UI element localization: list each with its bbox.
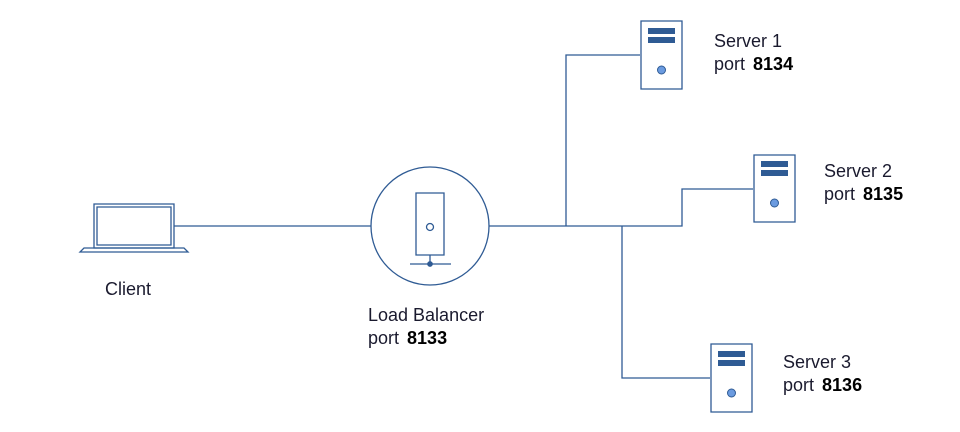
server-3-label: Server 3 port 8136 xyxy=(783,351,862,397)
port-prefix: port xyxy=(368,328,400,348)
server-icon xyxy=(754,155,795,222)
connector-to-server-1 xyxy=(565,54,640,226)
port-prefix: port xyxy=(824,184,856,204)
client-label: Client xyxy=(105,278,151,301)
server-name: Server 2 xyxy=(824,161,893,181)
load-balancer-name: Load Balancer xyxy=(368,305,485,325)
port-prefix: port xyxy=(714,54,746,74)
server-name: Server 3 xyxy=(783,352,852,372)
connections xyxy=(174,54,753,379)
server-name: Server 1 xyxy=(714,31,783,51)
connector-to-server-2 xyxy=(622,188,753,227)
server-port: port 8135 xyxy=(824,183,903,206)
port-number: 8136 xyxy=(822,375,863,395)
load-balancer-port: port 8133 xyxy=(368,327,484,350)
server-icon xyxy=(711,344,752,412)
port-number: 8133 xyxy=(407,328,448,348)
server-1-label: Server 1 port 8134 xyxy=(714,30,793,76)
port-prefix: port xyxy=(783,375,815,395)
load-balancer-label: Load Balancer port 8133 xyxy=(368,304,484,350)
server-2-label: Server 2 port 8135 xyxy=(824,160,903,206)
load-balancer-icon xyxy=(371,167,489,285)
port-number: 8135 xyxy=(863,184,904,204)
port-number: 8134 xyxy=(753,54,794,74)
server-port: port 8134 xyxy=(714,53,793,76)
server-icon xyxy=(641,21,682,89)
server-port: port 8136 xyxy=(783,374,862,397)
client-name: Client xyxy=(105,279,152,299)
laptop-icon xyxy=(80,204,188,252)
connector-to-server-3 xyxy=(621,226,710,379)
